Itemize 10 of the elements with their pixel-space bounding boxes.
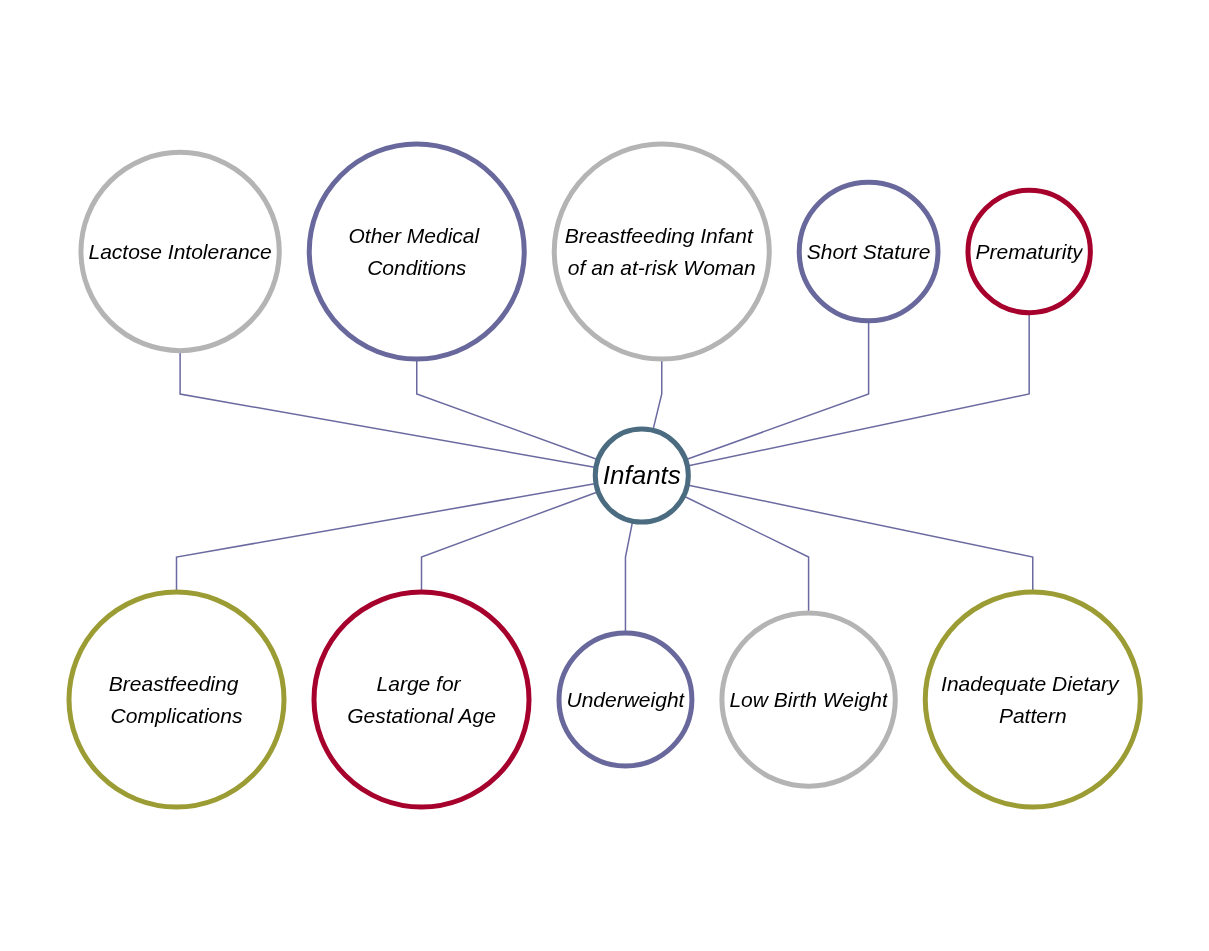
node-circle: Underweight	[556, 630, 695, 769]
node-circle: Other Medical Conditions	[306, 141, 527, 362]
node-circle: Breastfeeding Infant of an at-risk Woman	[551, 141, 772, 362]
node-circle: Infants	[592, 426, 691, 525]
node-circle: Breastfeeding Complications	[66, 589, 287, 810]
node-circle: Inadequate Dietary Pattern	[922, 589, 1143, 810]
node-circle: Low Birth Weight	[719, 610, 898, 789]
node-circle: Short Stature	[796, 179, 941, 324]
node-circle: Large for Gestational Age	[311, 589, 532, 810]
node-circle: Lactose Intolerance	[78, 149, 282, 354]
